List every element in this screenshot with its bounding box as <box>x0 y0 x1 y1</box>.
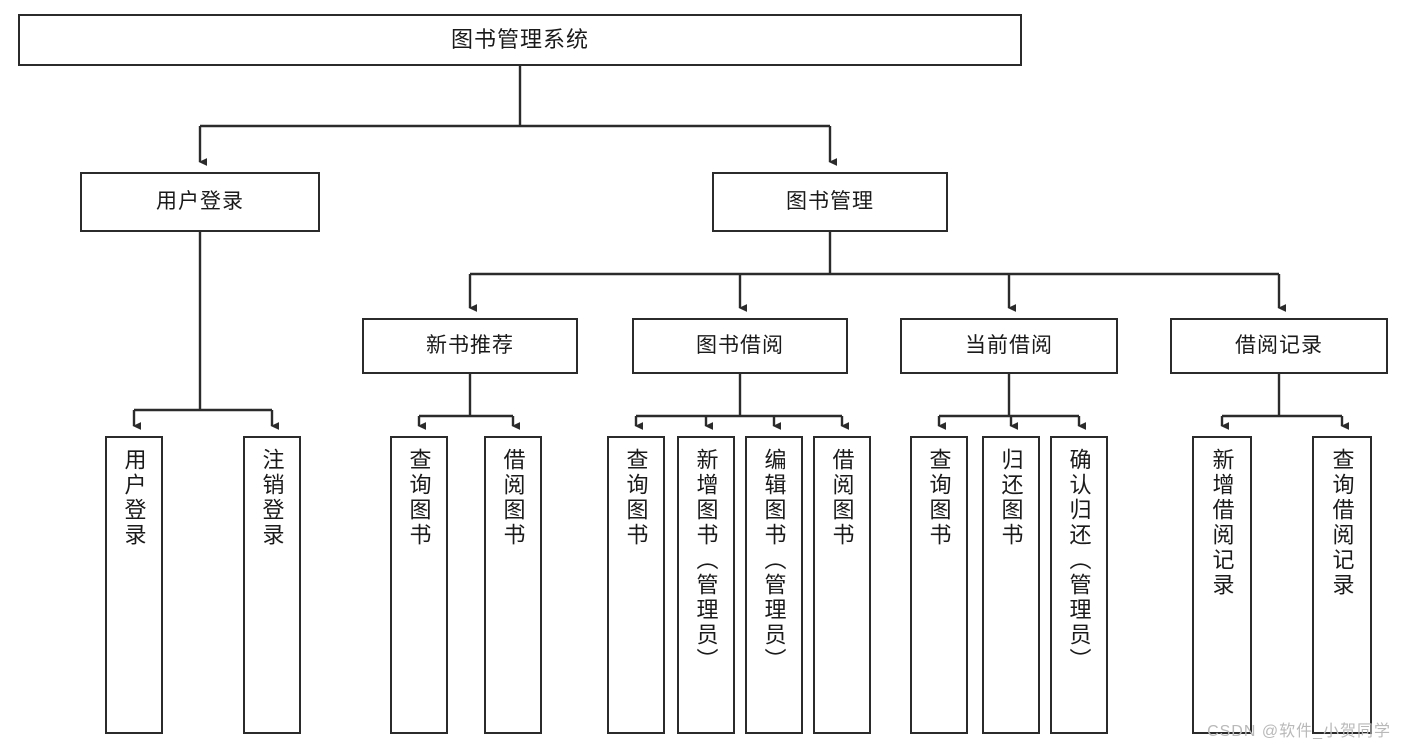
node-leaf-return-book[interactable]: 归还图书 <box>982 436 1040 734</box>
node-leaf-query-record[interactable]: 查询借阅记录 <box>1312 436 1372 734</box>
node-leaf-logout[interactable]: 注销登录 <box>243 436 301 734</box>
node-borrow-record[interactable]: 借阅记录 <box>1170 318 1388 374</box>
node-leaf-borrow-book-bb[interactable]: 借阅图书 <box>813 436 871 734</box>
node-label: 查询图书 <box>406 448 432 548</box>
node-current-borrow[interactable]: 当前借阅 <box>900 318 1118 374</box>
node-label: 借阅图书 <box>829 448 855 548</box>
node-user-login[interactable]: 用户登录 <box>80 172 320 232</box>
node-book-manage[interactable]: 图书管理 <box>712 172 948 232</box>
node-book-borrow[interactable]: 图书借阅 <box>632 318 848 374</box>
node-leaf-add-record[interactable]: 新增借阅记录 <box>1192 436 1252 734</box>
node-new-book-recommend[interactable]: 新书推荐 <box>362 318 578 374</box>
node-label: 查询借阅记录 <box>1329 448 1355 598</box>
node-label: 借阅图书 <box>500 448 526 548</box>
node-label: 确认归还（管理员） <box>1066 448 1092 673</box>
node-leaf-user-login[interactable]: 用户登录 <box>105 436 163 734</box>
node-label: 用户登录 <box>121 448 147 548</box>
node-label: 注销登录 <box>259 448 285 548</box>
node-leaf-query-book-nbr[interactable]: 查询图书 <box>390 436 448 734</box>
node-root[interactable]: 图书管理系统 <box>18 14 1022 66</box>
node-leaf-confirm-return[interactable]: 确认归还（管理员） <box>1050 436 1108 734</box>
node-leaf-borrow-book-nbr[interactable]: 借阅图书 <box>484 436 542 734</box>
node-label: 用户登录 <box>156 189 244 213</box>
node-leaf-query-book-cb[interactable]: 查询图书 <box>910 436 968 734</box>
node-leaf-query-book-bb[interactable]: 查询图书 <box>607 436 665 734</box>
node-label: 归还图书 <box>998 448 1024 548</box>
node-leaf-edit-book[interactable]: 编辑图书（管理员） <box>745 436 803 734</box>
node-label: 查询图书 <box>623 448 649 548</box>
node-label: 查询图书 <box>926 448 952 548</box>
node-label: 当前借阅 <box>965 333 1053 357</box>
node-label: 编辑图书（管理员） <box>761 448 787 673</box>
node-label: 图书管理系统 <box>450 27 589 53</box>
watermark-label: CSDN @软件_小贺同学 <box>1207 723 1391 740</box>
node-leaf-add-book[interactable]: 新增图书（管理员） <box>677 436 735 734</box>
node-label: 新增借阅记录 <box>1209 448 1235 598</box>
node-label: 图书管理 <box>786 189 874 213</box>
node-label: 新增图书（管理员） <box>693 448 719 673</box>
node-label: 新书推荐 <box>426 333 514 357</box>
node-label: 借阅记录 <box>1235 333 1323 357</box>
node-label: 图书借阅 <box>696 333 784 357</box>
